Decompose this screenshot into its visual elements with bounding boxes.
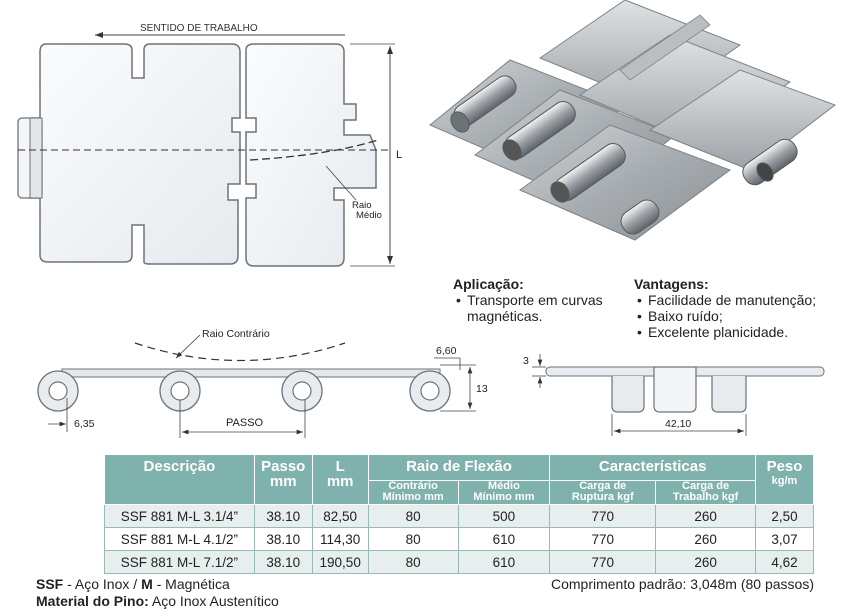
cell-weight: 4,62	[755, 550, 814, 574]
cell-work-load: 260	[655, 504, 757, 528]
advantages-title: Vantagens:	[634, 276, 709, 292]
cell-description: SSF 881 M-L 7.1/2”	[104, 550, 255, 574]
cell-radius-mean: 500	[457, 504, 551, 528]
advantage-item: Excelente planicidade.	[634, 324, 849, 340]
chain-product-photo	[429, 0, 837, 241]
cell-pitch: 38.10	[253, 550, 313, 574]
table-row: SSF 881 M-L 3.1/4” 38.10 82,50 80 500 77…	[104, 504, 814, 528]
advantages-section: Vantagens: Facilidade de manutenção; Bai…	[634, 276, 849, 340]
header-radius: Raio de Flexão	[367, 454, 551, 481]
pin-label: Material do Pino:	[36, 593, 149, 609]
reverse-radius-arc	[134, 342, 346, 362]
cell-break-load: 770	[549, 527, 657, 551]
dim-6-35: 6,35	[74, 418, 95, 430]
cell-radius-mean: 610	[457, 527, 551, 551]
header-characteristics: Características	[549, 454, 757, 481]
dim-L-label: L	[396, 149, 402, 161]
advantage-item: Baixo ruído;	[634, 308, 849, 324]
m-desc: - Magnética	[152, 576, 230, 592]
radius-label-1: Raio	[352, 200, 372, 211]
dim-13: 13	[476, 383, 488, 395]
cell-description: SSF 881 M-L 4.1/2”	[104, 527, 255, 551]
cell-l: 82,50	[311, 504, 369, 528]
cell-work-load: 260	[655, 550, 757, 574]
dim-42-10: 42,10	[665, 418, 691, 430]
dim-3: 3	[523, 355, 529, 367]
table-row: SSF 881 M-L 7.1/2” 38.10 190,50 80 610 7…	[104, 550, 814, 574]
cell-break-load: 770	[549, 504, 657, 528]
cell-weight: 2,50	[755, 504, 814, 528]
curve-line	[249, 139, 379, 161]
cell-radius-mean: 610	[457, 550, 551, 574]
chain-side-view-drawing: Raio Contrário 6,35 PASSO 6,60 13	[37, 328, 488, 438]
radius-label-2: Médio	[356, 210, 382, 221]
chain-plate-2	[245, 43, 377, 267]
cell-l: 114,30	[311, 527, 369, 551]
cell-weight: 3,07	[755, 527, 814, 551]
ssf-desc: - Aço Inox /	[63, 576, 142, 592]
cell-pitch: 38.10	[253, 527, 313, 551]
m-code: M	[141, 576, 153, 592]
material-note: SSF - Aço Inox / M - Magnética Material …	[36, 576, 279, 610]
cell-pitch: 38.10	[253, 504, 313, 528]
chain-front-view-drawing: 3 42,10	[523, 354, 825, 436]
cell-radius-reverse: 80	[367, 550, 459, 574]
cell-description: SSF 881 M-L 3.1/4”	[104, 504, 255, 528]
dim-pitch: PASSO	[226, 417, 264, 429]
cell-l: 190,50	[311, 550, 369, 574]
dim-6-60: 6,60	[436, 345, 457, 357]
cell-radius-reverse: 80	[367, 527, 459, 551]
direction-label: SENTIDO DE TRABALHO	[140, 23, 258, 34]
pin-desc: Aço Inox Austenítico	[148, 593, 279, 609]
chain-plate-1	[29, 43, 241, 265]
application-section: Aplicação: Transporte em curvas magnétic…	[453, 276, 628, 324]
standard-length: Comprimento padrão: 3,048m (80 passos)	[550, 576, 814, 592]
application-item: Transporte em curvas magnéticas.	[453, 292, 628, 324]
application-title: Aplicação:	[453, 276, 524, 292]
cell-work-load: 260	[655, 527, 757, 551]
reverse-radius-label: Raio Contrário	[202, 328, 270, 340]
cell-break-load: 770	[549, 550, 657, 574]
chain-top-view-drawing: SENTIDO DE TRABALHO L Raio Médio	[17, 23, 402, 267]
table-row: SSF 881 M-L 4.1/2” 38.10 114,30 80 610 7…	[104, 527, 814, 551]
cell-radius-reverse: 80	[367, 504, 459, 528]
header-description: Descrição	[104, 454, 255, 505]
advantage-item: Facilidade de manutenção;	[634, 292, 849, 308]
ssf-code: SSF	[36, 576, 64, 592]
